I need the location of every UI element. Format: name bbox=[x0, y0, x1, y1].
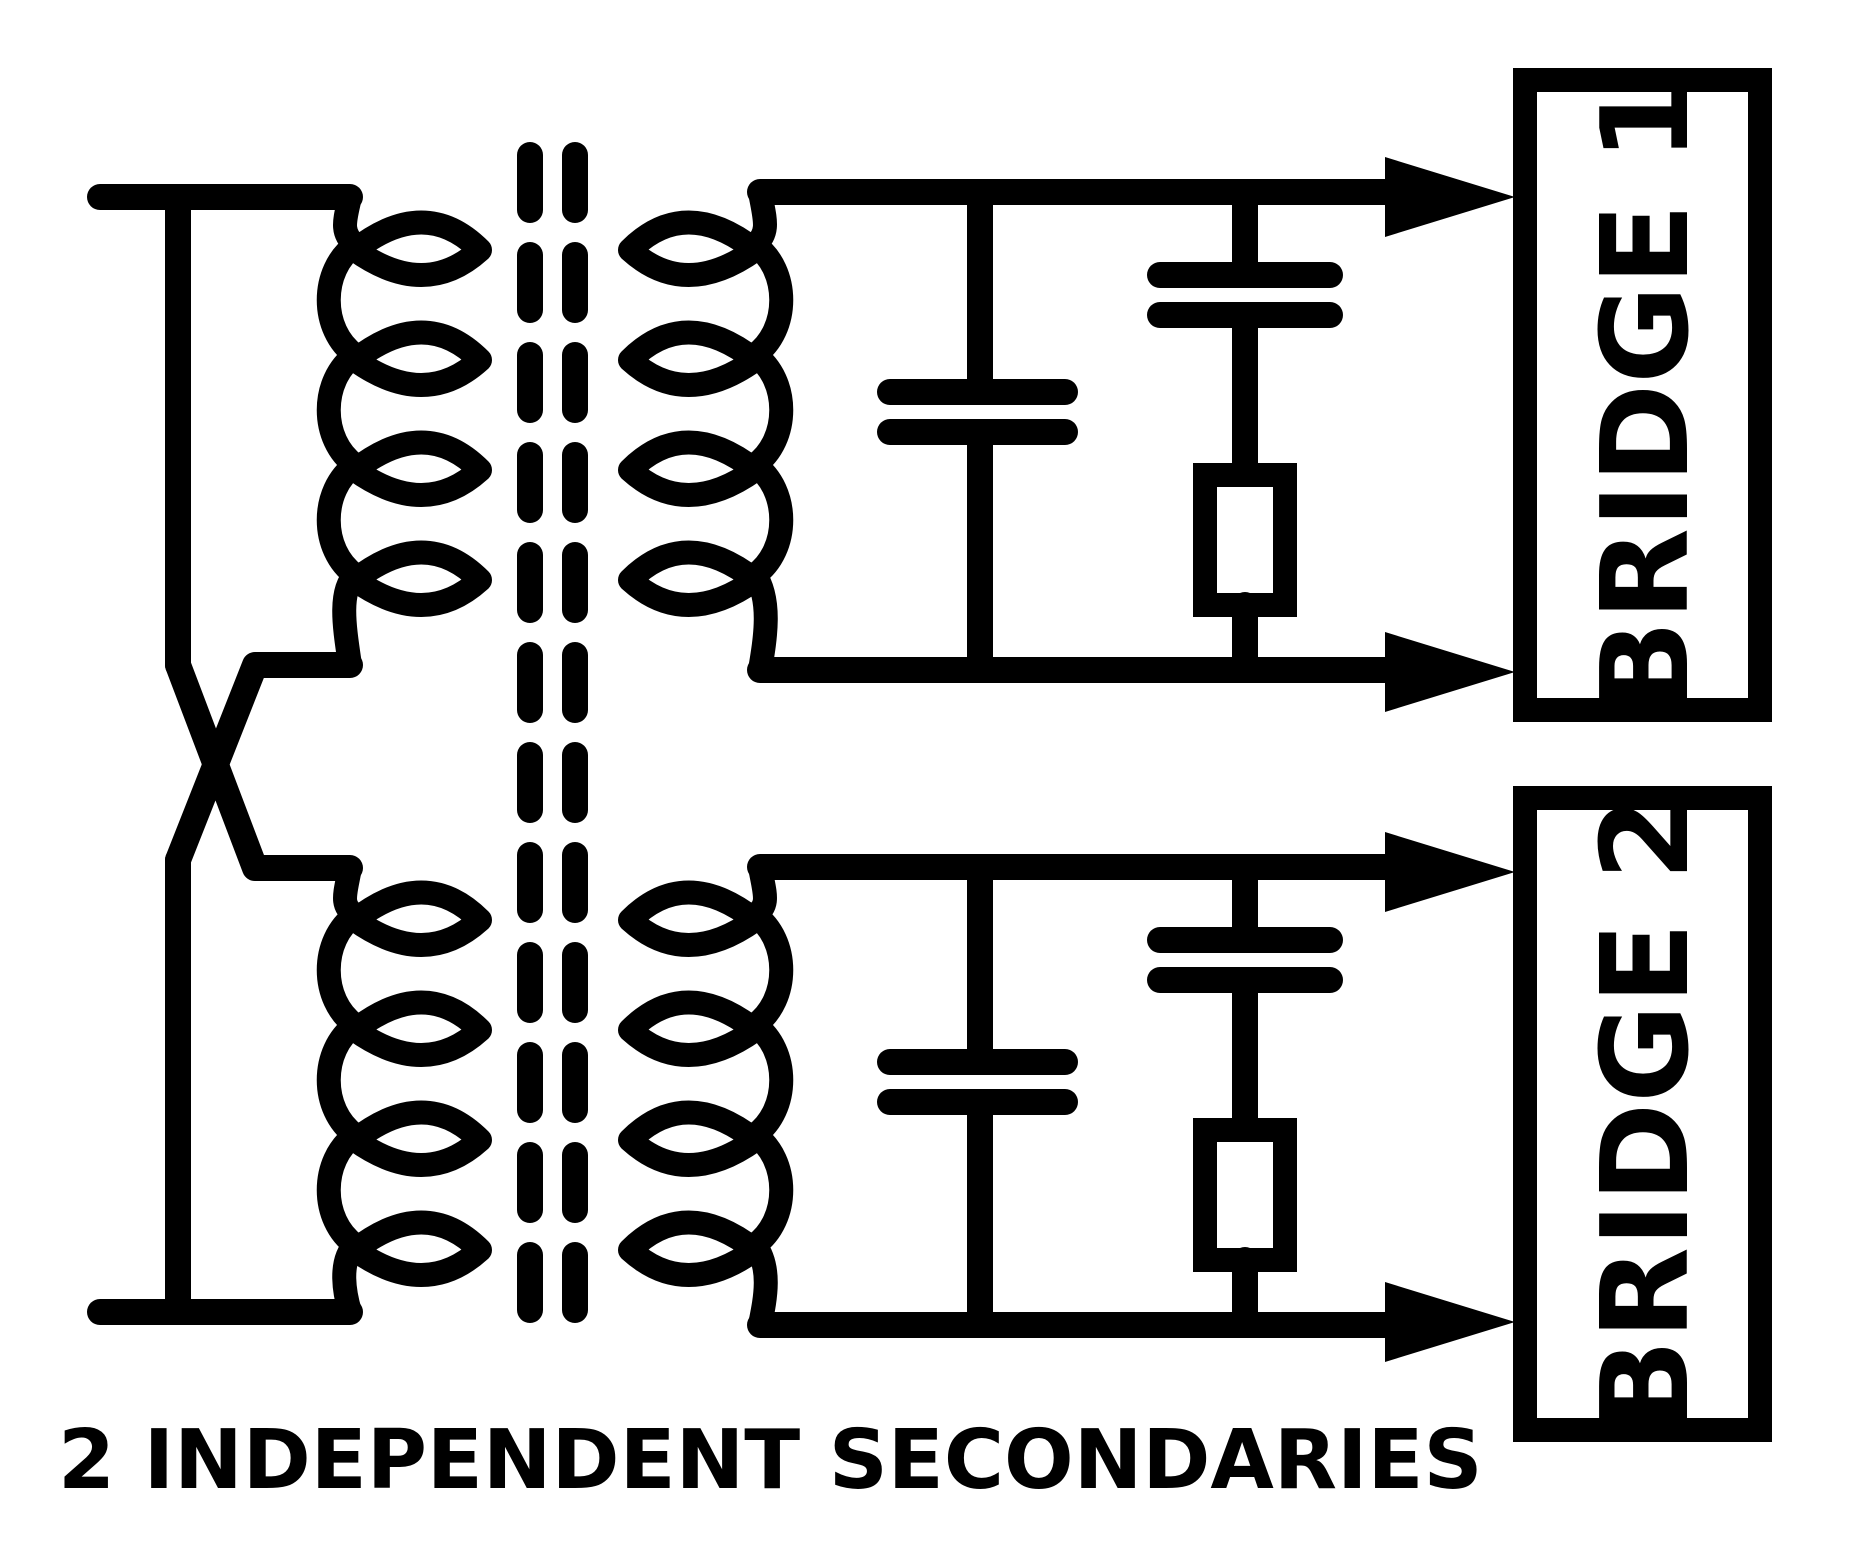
bridge-2-label: BRIDGE 2 bbox=[1577, 797, 1716, 1431]
diagram-caption: 2 INDEPENDENT SECONDARIES bbox=[58, 1413, 1483, 1508]
bridge-1-label: BRIDGE 1 bbox=[1577, 78, 1716, 712]
primary-coil-lower bbox=[316, 856, 492, 1324]
primary-coil-upper bbox=[316, 185, 492, 677]
arrow-lower-top bbox=[1385, 832, 1515, 912]
primary-wiring bbox=[87, 184, 363, 1325]
filter-upper bbox=[747, 157, 1515, 712]
arrow-upper-bottom bbox=[1385, 632, 1515, 712]
bridge-2-box: BRIDGE 2 bbox=[1513, 786, 1772, 1442]
resistor-upper bbox=[1193, 463, 1297, 617]
resistor-lower bbox=[1193, 1118, 1297, 1272]
bridge-1-box: BRIDGE 1 bbox=[1513, 68, 1772, 722]
arrow-lower-bottom bbox=[1385, 1282, 1515, 1362]
arrow-upper-top bbox=[1385, 157, 1515, 237]
secondary-coil-lower bbox=[618, 855, 794, 1337]
filter-lower bbox=[747, 832, 1515, 1362]
secondary-coil-upper bbox=[618, 180, 794, 682]
transformer-core bbox=[517, 142, 588, 1323]
